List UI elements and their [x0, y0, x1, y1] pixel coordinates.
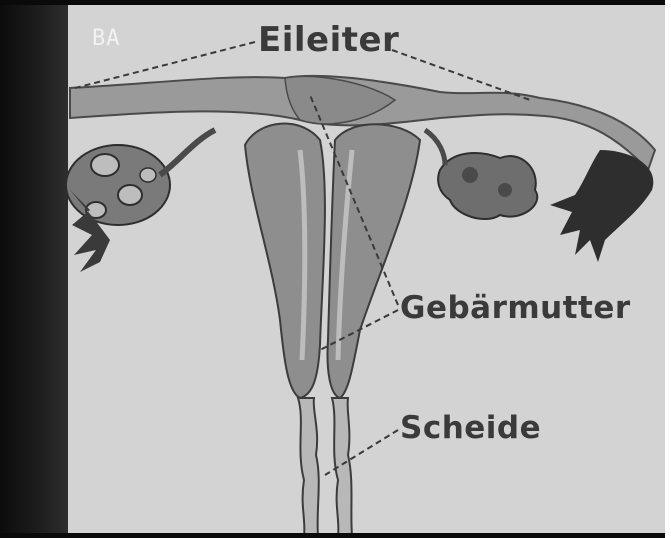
left-vagina-tube	[298, 398, 319, 536]
label-scheide: Scheide	[400, 410, 541, 446]
right-ovary-ligament	[425, 130, 445, 165]
right-fimbriae	[550, 150, 653, 262]
right-vagina-tube	[332, 398, 352, 536]
channel-logo: BA	[92, 26, 121, 51]
left-ovary-ligament	[160, 130, 215, 175]
label-eileiter: Eileiter	[258, 20, 399, 60]
top-edge	[0, 0, 671, 5]
left-ovary	[66, 145, 170, 225]
right-edge	[665, 0, 671, 538]
left-uterus-horn	[245, 124, 325, 398]
bottom-edge	[0, 533, 671, 538]
label-gebaermutter: Gebärmutter	[400, 290, 631, 326]
right-ovary	[438, 153, 537, 219]
